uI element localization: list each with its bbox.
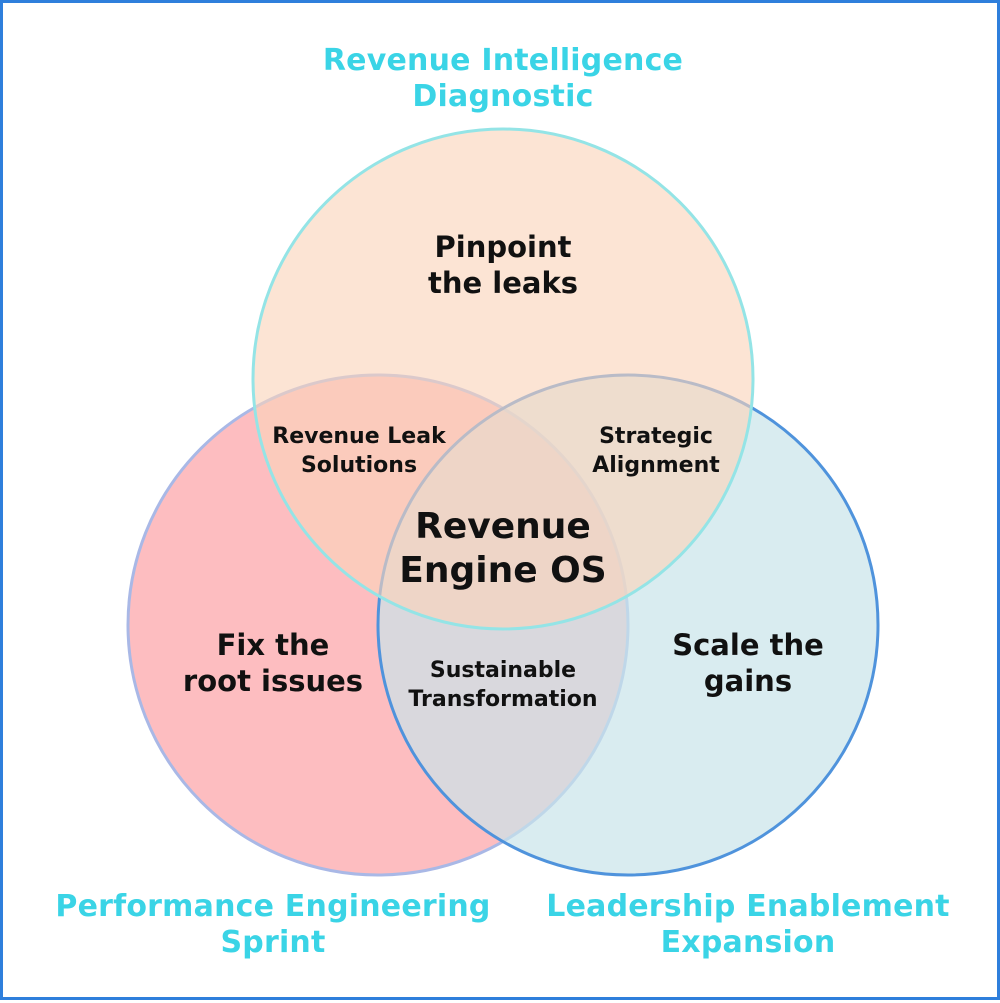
label-scale-the-gains: Scale the gains bbox=[628, 627, 868, 699]
overlap-line: Solutions bbox=[300, 453, 418, 478]
overlap-sustainable-transformation: Sustainable Transformation bbox=[363, 656, 643, 714]
label-line: the leaks bbox=[428, 266, 578, 300]
overlap-line: Alignment bbox=[592, 453, 720, 478]
title-line: Leadership Enablement bbox=[546, 889, 950, 924]
label-line: Scale the bbox=[672, 628, 824, 662]
label-line: Pinpoint bbox=[434, 230, 572, 264]
title-line: Diagnostic bbox=[412, 79, 594, 114]
circle-revenue-intelligence bbox=[251, 127, 755, 631]
title-line: Revenue Intelligence bbox=[322, 43, 684, 78]
overlap-line: Revenue Leak bbox=[272, 424, 446, 449]
title-line: Performance Engineering bbox=[55, 889, 491, 924]
label-line: root issues bbox=[182, 664, 364, 698]
label-line: Fix the bbox=[216, 628, 330, 662]
center-line: Revenue bbox=[415, 506, 591, 547]
label-line: gains bbox=[703, 664, 793, 698]
title-leadership-enablement: Leadership Enablement Expansion bbox=[528, 889, 968, 961]
center-revenue-engine-os: Revenue Engine OS bbox=[353, 505, 653, 593]
overlap-revenue-leak-solutions: Revenue Leak Solutions bbox=[239, 422, 479, 480]
title-performance-engineering: Performance Engineering Sprint bbox=[33, 889, 513, 961]
venn-diagram bbox=[126, 127, 880, 877]
center-line: Engine OS bbox=[399, 550, 607, 591]
title-revenue-intelligence: Revenue Intelligence Diagnostic bbox=[253, 43, 753, 115]
title-line: Expansion bbox=[660, 925, 836, 960]
overlap-line: Sustainable bbox=[429, 658, 577, 683]
title-line: Sprint bbox=[220, 925, 326, 960]
overlap-line: Strategic bbox=[599, 424, 713, 449]
label-fix-the-root-issues: Fix the root issues bbox=[153, 627, 393, 699]
overlap-strategic-alignment: Strategic Alignment bbox=[546, 422, 766, 480]
overlap-line: Transformation bbox=[408, 687, 598, 712]
label-pinpoint-the-leaks: Pinpoint the leaks bbox=[353, 229, 653, 301]
